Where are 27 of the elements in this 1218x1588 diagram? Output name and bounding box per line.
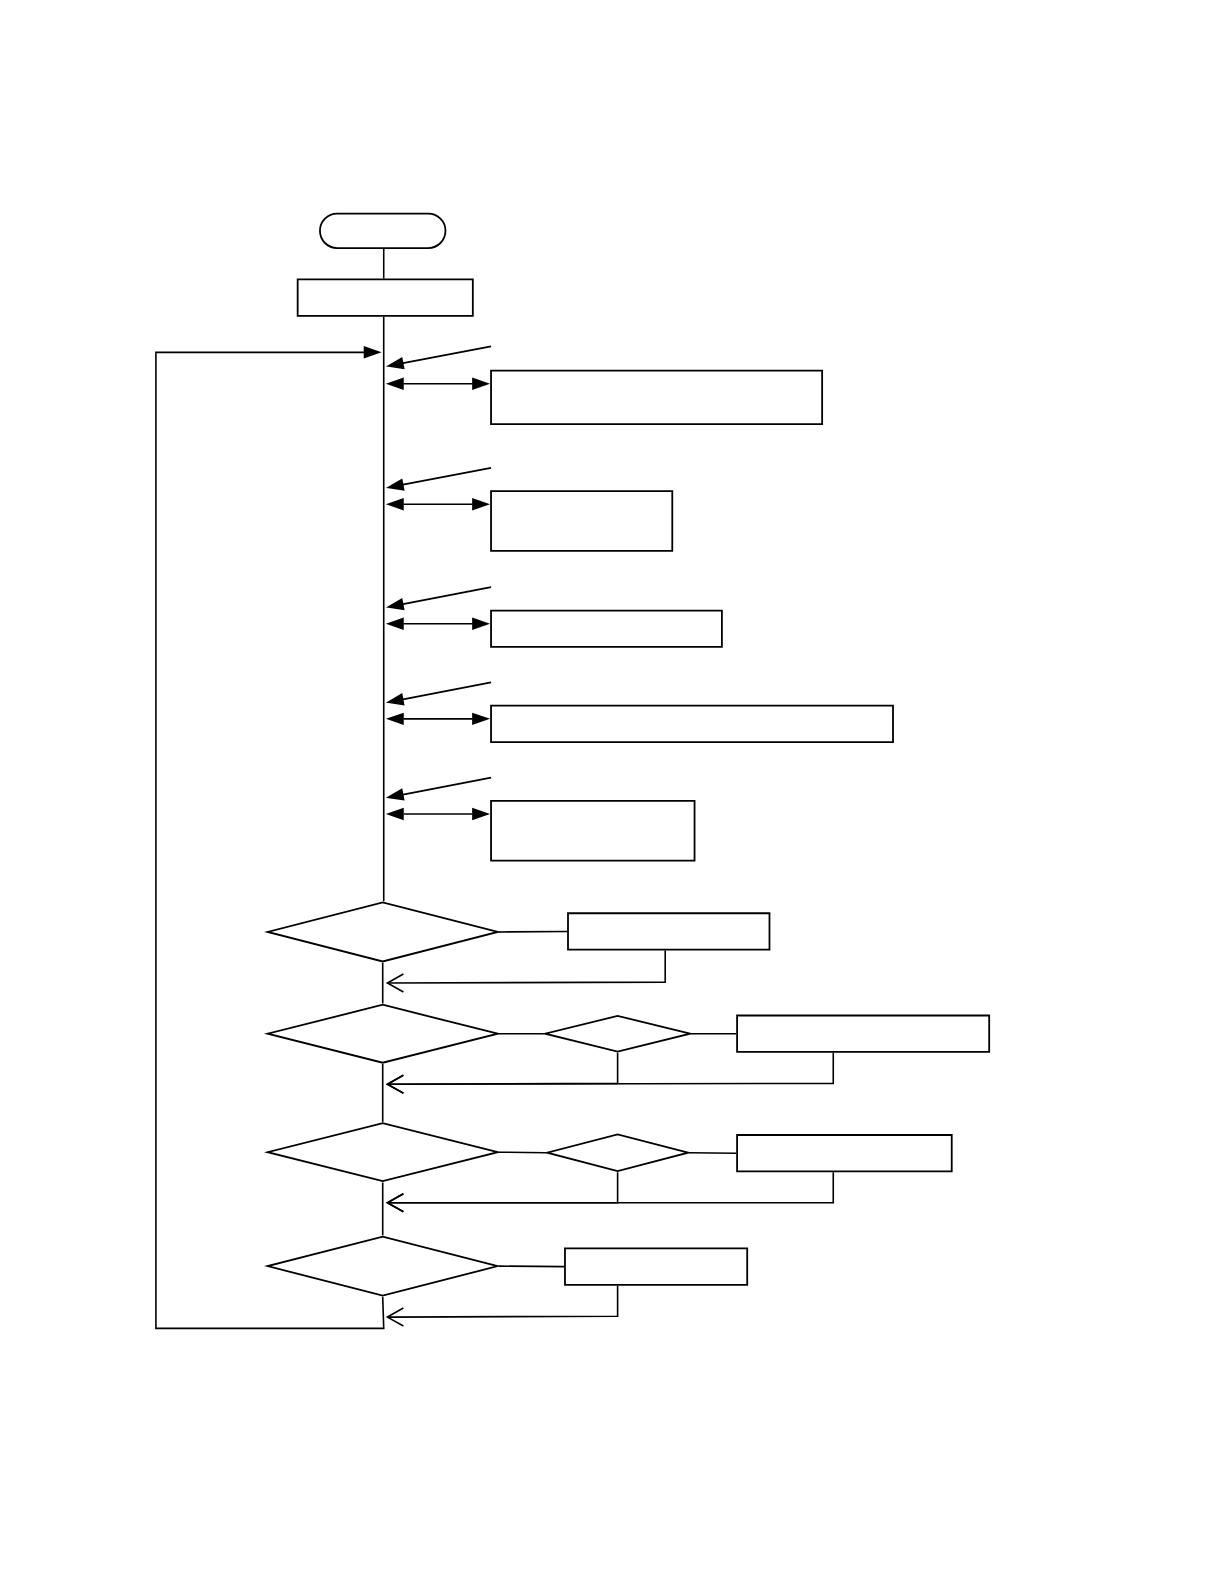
process-box <box>490 369 824 426</box>
process-box <box>490 609 723 648</box>
connector-line <box>381 1181 384 1237</box>
arrow <box>385 1052 619 1094</box>
process-box <box>736 1134 953 1173</box>
process-box <box>564 1247 749 1286</box>
connector-line <box>381 1063 384 1123</box>
process-box <box>567 912 771 951</box>
process-box <box>490 490 674 552</box>
connector-line <box>381 961 384 1005</box>
process-box <box>490 704 894 744</box>
terminal-shape <box>319 212 447 249</box>
arrow <box>385 1171 619 1213</box>
connector-line <box>498 1032 545 1035</box>
process-box <box>736 1014 991 1053</box>
connector-line <box>382 316 385 902</box>
connector-line <box>498 1265 565 1268</box>
arrow <box>385 949 666 993</box>
arrow <box>385 1284 619 1327</box>
connector-line <box>498 1151 547 1154</box>
connector-line <box>382 248 385 280</box>
connector-line <box>498 930 568 933</box>
connector-line <box>688 1151 737 1154</box>
process-box <box>490 799 696 862</box>
arrow <box>155 346 385 1330</box>
process-box <box>296 278 474 317</box>
connector-line <box>690 1032 737 1035</box>
